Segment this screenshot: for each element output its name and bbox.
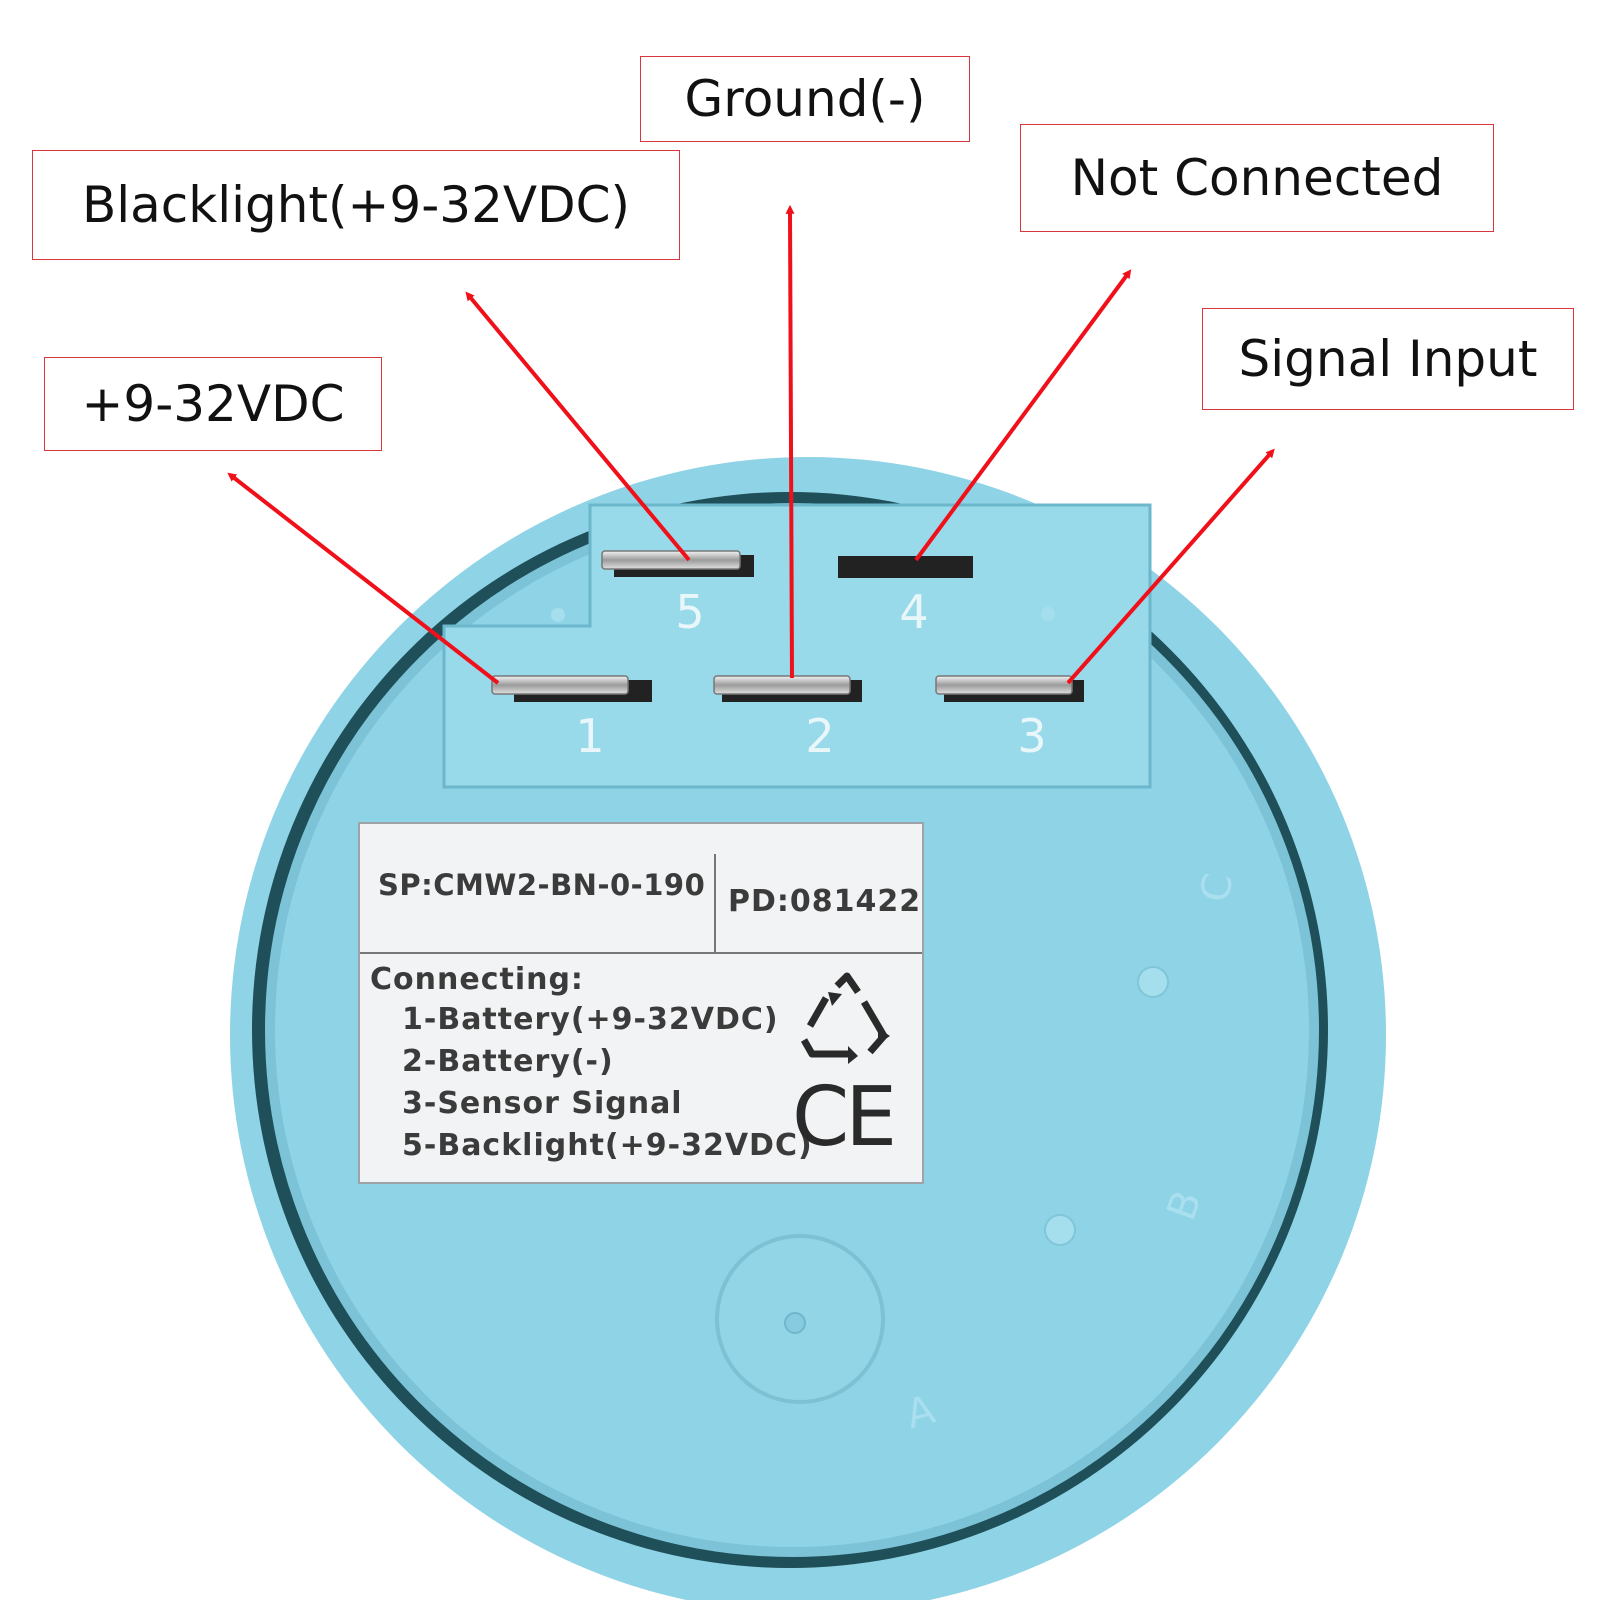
pin-number-4: 4 [899,585,928,639]
pin-number-5: 5 [675,585,704,639]
pin-number-1: 1 [575,709,604,763]
arrow-to-not-connected [914,269,1132,562]
mold-dot [551,608,565,622]
pin-blade-3 [935,675,1073,695]
callout-power: +9-32VDC [44,357,382,451]
mold-dot [1041,607,1055,621]
sticker-part-number: SP:CMW2-BN-0-190 [378,868,706,902]
arrow-to-backlight [465,291,691,562]
arrow-to-power [227,472,500,685]
arrow-to-ground [785,204,795,679]
pin-blade-2 [713,675,851,695]
pin-blade-5 [601,550,741,570]
sticker-divider-horizontal [360,952,922,954]
sticker-divider-vertical [714,854,716,954]
pin-number-3: 3 [1017,709,1046,763]
pin-number-2: 2 [805,709,834,763]
mold-dot [1137,966,1169,998]
sticker-connecting-title: Connecting: [370,962,584,997]
pin-blade-1 [491,675,629,695]
arrow-to-signal-input [1066,448,1275,685]
ce-mark: CE [792,1070,897,1165]
product-sticker: SP:CMW2-BN-0-190 PD:081422 Connecting: 1… [358,822,924,1184]
sticker-line-4: 5-Backlight(+9-32VDC) [402,1128,813,1163]
callout-not-connected: Not Connected [1020,124,1494,232]
rear-boss-hole [784,1312,806,1334]
sticker-line-2: 2-Battery(-) [402,1044,614,1079]
recycle-icon [800,972,890,1064]
sticker-production-date: PD:081422 [728,884,922,919]
callout-ground: Ground(-) [640,56,970,142]
sticker-line-1: 1-Battery(+9-32VDC) [402,1002,779,1037]
callout-backlight: Blacklight(+9-32VDC) [32,150,680,260]
mold-dot [1044,1214,1076,1246]
sticker-line-3: 3-Sensor Signal [402,1086,683,1121]
callout-signal-input: Signal Input [1202,308,1574,410]
pin-slot-4 [838,556,973,578]
